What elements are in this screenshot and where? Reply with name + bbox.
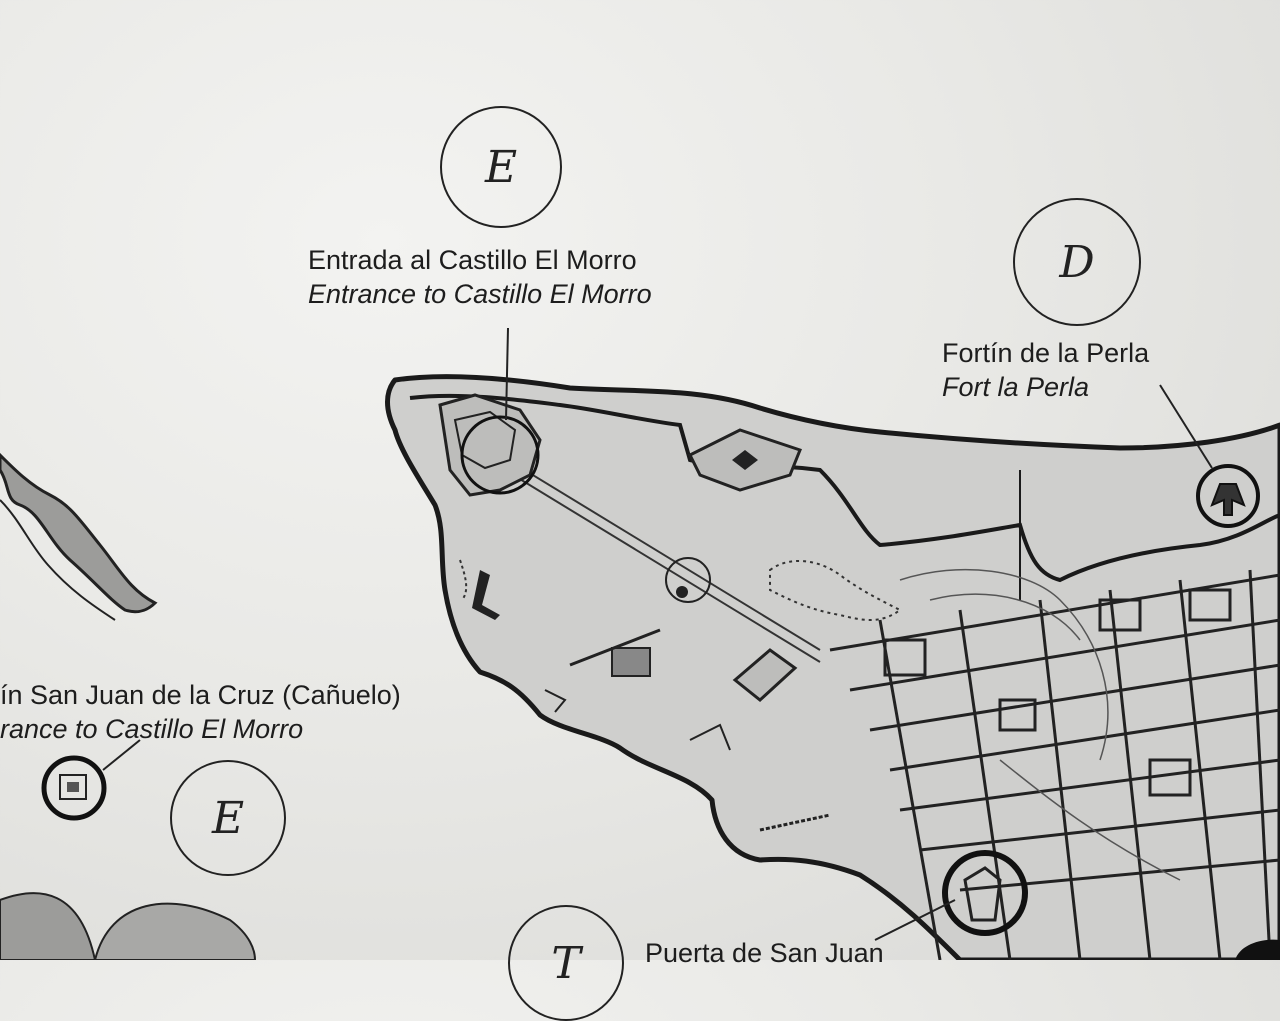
marker-t-bottom[interactable]: T (508, 905, 624, 1021)
label-canuelo: ín San Juan de la Cruz (Cañuelo) rance t… (0, 678, 401, 746)
label-perla-es: Fortín de la Perla (942, 336, 1149, 370)
island-shape (0, 455, 155, 612)
land-patch (95, 904, 255, 960)
marker-e-top[interactable]: E (440, 106, 562, 228)
label-morro: Entrada al Castillo El Morro Entrance to… (308, 243, 652, 311)
label-perla-en: Fort la Perla (942, 370, 1149, 404)
label-perla: Fortín de la Perla Fort la Perla (942, 336, 1149, 404)
label-san-juan-gate: Puerta de San Juan (645, 936, 884, 970)
marker-d[interactable]: D (1013, 198, 1141, 326)
label-canuelo-en: rance to Castillo El Morro (0, 712, 401, 746)
marker-e-left[interactable]: E (170, 760, 286, 876)
label-morro-en: Entrance to Castillo El Morro (308, 277, 652, 311)
label-morro-es: Entrada al Castillo El Morro (308, 243, 652, 277)
label-sanjuan-es: Puerta de San Juan (645, 936, 884, 970)
label-canuelo-es: ín San Juan de la Cruz (Cañuelo) (0, 678, 401, 712)
land-patch (0, 893, 95, 960)
